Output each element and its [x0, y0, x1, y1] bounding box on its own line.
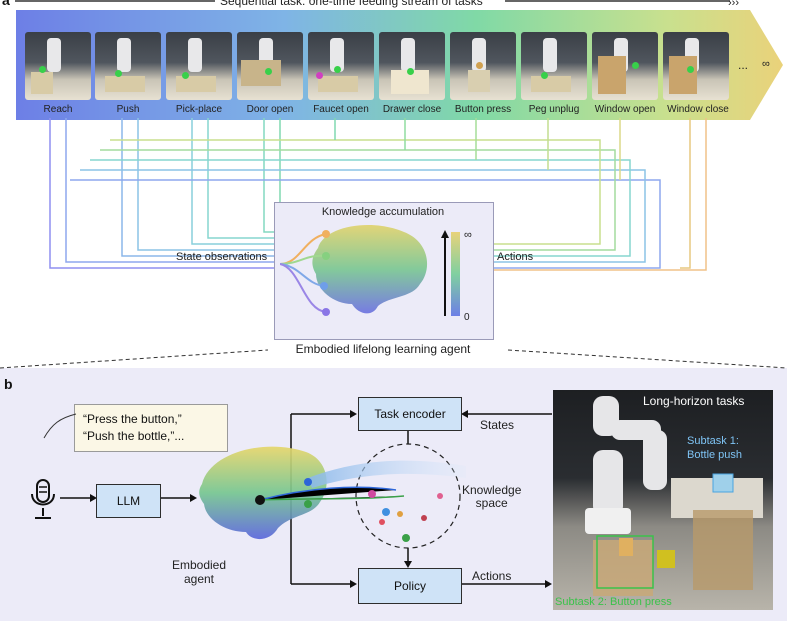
long-horizon-photo: Long-horizon tasks Subtask 1: Bottle pus…: [553, 390, 773, 610]
task-label-pick-place: Pick-place: [175, 104, 223, 115]
knowledge-space-label: Knowledge space: [462, 483, 522, 510]
policy-box: Policy: [358, 568, 462, 604]
panel-b-letter: b: [4, 376, 13, 392]
panel-a-header: Sequential task: one-time feeding stream…: [220, 0, 483, 8]
task-thumbnail-peg-unplug: [521, 32, 587, 100]
instruction-quote-box: “Press the button,” “Push the bottle,”..…: [74, 404, 228, 452]
state-observations-label: State observations: [176, 251, 268, 263]
task-label-reach: Reach: [43, 104, 73, 115]
task-thumbnail-window-open: [592, 32, 658, 100]
task-label-push: Push: [116, 104, 140, 115]
quote-line-2: “Push the bottle,”...: [83, 429, 185, 443]
task-label-window-close: Window close: [667, 104, 729, 115]
robot-arm-photo-drawing: [585, 396, 763, 596]
header-arrow-lines: ›››: [15, 0, 739, 9]
task-thumbnail-reach: [25, 32, 91, 100]
task-label-peg-unplug: Peg unplug: [528, 104, 580, 115]
task-label-door-open: Door open: [246, 104, 294, 115]
task-infinity: ∞: [762, 58, 770, 70]
knowledge-accumulation-title: Knowledge accumulation: [321, 206, 445, 218]
task-label-button-press: Button press: [454, 104, 512, 115]
task-thumbnail-pick-place: [166, 32, 232, 100]
photo-title: Long-horizon tasks: [643, 394, 745, 408]
subtask-2-label: Subtask 2: Button press: [555, 596, 672, 608]
scale-bottom-label: 0: [464, 312, 470, 323]
microphone-icon: [31, 479, 55, 519]
task-connection-lines: [49, 118, 707, 271]
task-label-window-open: Window open: [594, 104, 656, 115]
task-thumbnail-button-press: [450, 32, 516, 100]
states-label: States: [480, 418, 515, 432]
llm-box: LLM: [96, 484, 161, 518]
task-thumbnail-drawer-close: [379, 32, 445, 100]
actions-label-b: Actions: [472, 569, 512, 583]
task-thumbnail-push: [95, 32, 161, 100]
task-thumbnail-window-close: [663, 32, 729, 100]
task-label-faucet-open: Faucet open: [313, 104, 369, 115]
task-encoder-box: Task encoder: [358, 397, 462, 431]
quote-line-1: “Press the button,”: [83, 412, 182, 426]
embodied-agent-label: Embodied agent: [171, 558, 227, 586]
knowledge-scale-bar: [441, 230, 460, 316]
actions-label-a: Actions: [497, 251, 534, 263]
embodied-lifelong-agent-label: Embodied lifelong learning agent: [295, 342, 471, 356]
panel-a-letter: a: [2, 0, 10, 8]
task-label-drawer-close: Drawer close: [382, 104, 442, 115]
brain-network-b: [199, 446, 466, 542]
scale-top-label: ∞: [464, 229, 472, 241]
brain-network-a: [280, 225, 428, 316]
zoom-dashed-lines: [0, 349, 787, 369]
task-thumbnail-faucet-open: [308, 32, 374, 100]
task-thumbnail-door-open: [237, 32, 303, 100]
svg-text:›››: ›››: [728, 0, 739, 9]
task-ellipsis: ...: [738, 58, 749, 72]
subtask-1-label: Subtask 1: Bottle push: [687, 435, 743, 461]
